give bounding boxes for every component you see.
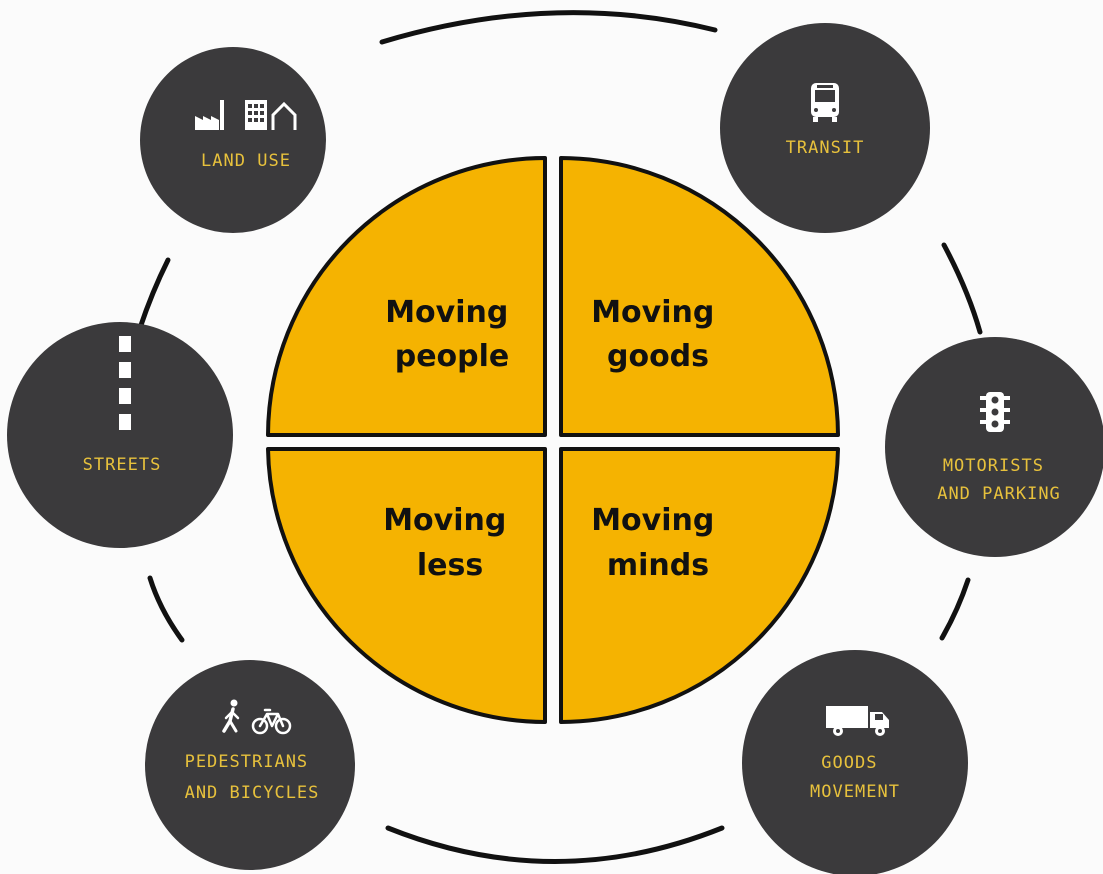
node-motorists-bg bbox=[885, 337, 1103, 557]
ring-arc-top bbox=[379, 10, 718, 45]
outer-ring bbox=[137, 10, 983, 864]
node-transit-bg bbox=[720, 23, 930, 233]
ring-arc-upper-right bbox=[941, 242, 983, 335]
ring-arc-lower-right bbox=[939, 577, 971, 641]
quadrant-less-label: Moving less bbox=[383, 503, 517, 583]
traffic-light-icon bbox=[980, 392, 1010, 432]
node-streets-bg bbox=[7, 322, 233, 548]
ring-arc-bottom bbox=[385, 825, 725, 864]
bus-icon bbox=[811, 83, 839, 122]
quadrant-people-label: Moving people bbox=[385, 295, 519, 374]
quadrant-minds-label: Moving minds bbox=[591, 503, 725, 583]
quadrant-less bbox=[266, 447, 547, 724]
pedestrian-bicycle-icon bbox=[222, 699, 292, 735]
ring-arc-lower-left bbox=[147, 575, 185, 643]
node-streets: STREETS bbox=[7, 322, 233, 548]
truck-icon bbox=[826, 706, 889, 736]
node-goods-label: GOODS MOVEMENT bbox=[810, 753, 900, 802]
node-pedestrians-label: PEDESTRIANS AND BICYCLES bbox=[185, 752, 320, 803]
node-motorists-label: MOTORISTS AND PARKING bbox=[937, 456, 1061, 504]
node-streets-label: STREETS bbox=[83, 455, 162, 475]
quadrant-goods bbox=[559, 156, 840, 437]
node-pedestrians: PEDESTRIANS AND BICYCLES bbox=[145, 660, 355, 870]
node-transit: TRANSIT bbox=[720, 23, 930, 233]
road-marking-icon bbox=[119, 336, 131, 430]
node-pedestrians-bg bbox=[145, 660, 355, 870]
ring-arc-upper-left bbox=[137, 257, 171, 331]
buildings-icon bbox=[195, 100, 297, 130]
node-goods-bg bbox=[742, 650, 968, 874]
quadrant-people bbox=[266, 156, 547, 437]
node-transit-label: TRANSIT bbox=[786, 138, 865, 158]
node-land-use-label: LAND USE bbox=[201, 151, 291, 171]
quadrant-minds bbox=[559, 447, 840, 724]
node-land-use: LAND USE bbox=[140, 47, 326, 233]
node-motorists: MOTORISTS AND PARKING bbox=[885, 337, 1103, 557]
quadrant-goods-label: Moving goods bbox=[591, 295, 725, 374]
node-goods: GOODS MOVEMENT bbox=[742, 650, 968, 874]
center-circle: Moving people Moving goods Moving less M… bbox=[266, 156, 840, 724]
node-land-use-bg bbox=[140, 47, 326, 233]
